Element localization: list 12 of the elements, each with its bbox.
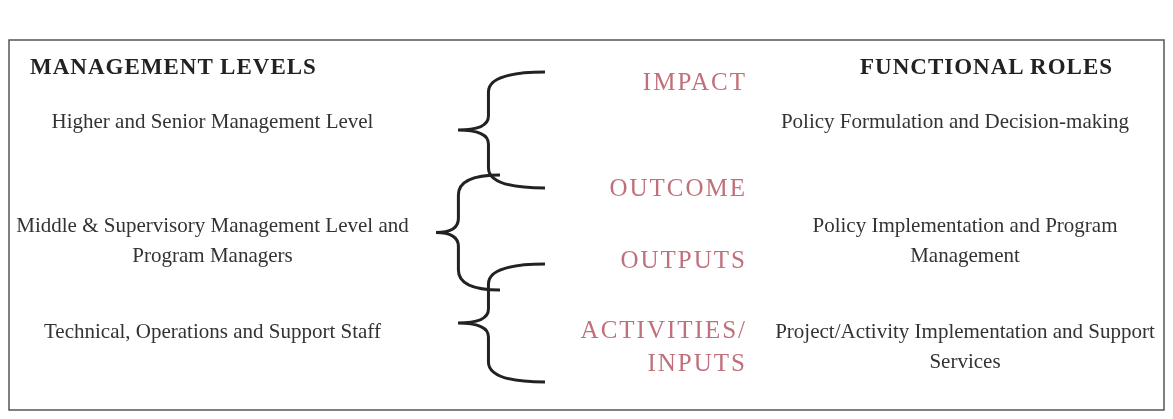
management-level-text: Higher and Senior Management Level xyxy=(50,108,375,135)
role-text: Policy Implementation and Program Management xyxy=(811,212,1119,270)
level-label: ACTIVITIES/ INPUTS xyxy=(579,315,747,378)
level-label: OUTCOME xyxy=(608,173,747,203)
column-heading: MANAGEMENT LEVELS xyxy=(30,53,318,81)
role-text: Project/Activity Implementation and Support Services xyxy=(775,318,1155,376)
level-label: OUTPUTS xyxy=(619,245,747,275)
level-label: IMPACT xyxy=(641,67,747,97)
management-level-text: Technical, Operations and Support Staff xyxy=(43,318,382,345)
management-level-text: Middle & Supervisory Management Level and Program Managers xyxy=(15,212,410,270)
column-heading: FUNCTIONAL ROLES xyxy=(860,53,1115,81)
role-text: Policy Formulation and Decision-making xyxy=(779,108,1131,135)
